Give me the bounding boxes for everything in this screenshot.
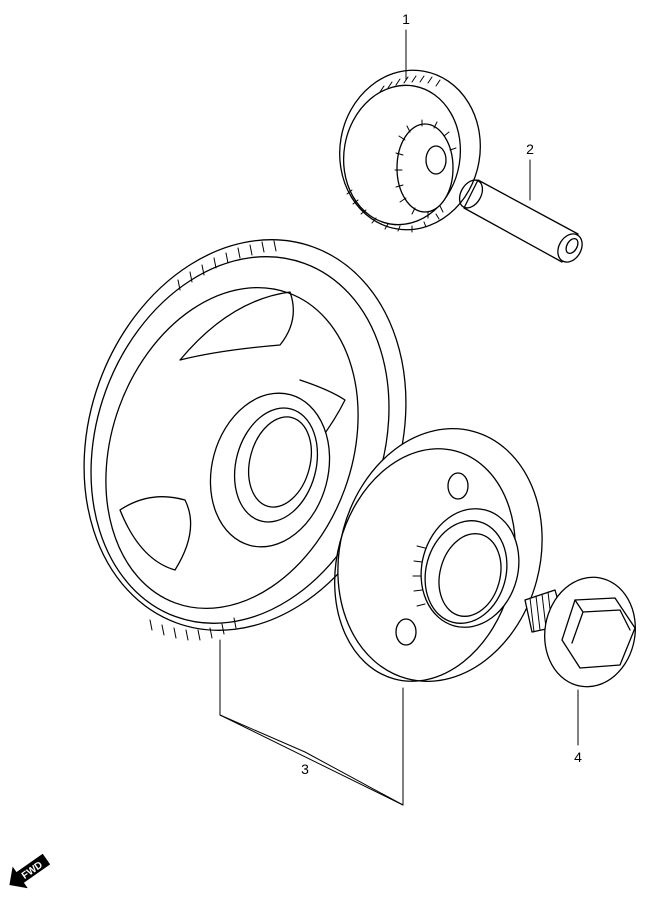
callout-number-1: 1 [402,11,410,27]
leader-lines [219,29,579,806]
forward-arrow-icon: FWD [9,853,51,889]
flange-bolt-part [524,576,636,688]
idle-gear-part [339,69,481,233]
callout-number-3: 3 [301,761,309,777]
callout-number-4: 4 [574,749,582,765]
idle-gear-shaft-part [458,179,583,263]
starter-clutch-housing-part [334,428,543,682]
starter-driven-gear-part [83,239,407,641]
callout-number-2: 2 [526,141,534,157]
